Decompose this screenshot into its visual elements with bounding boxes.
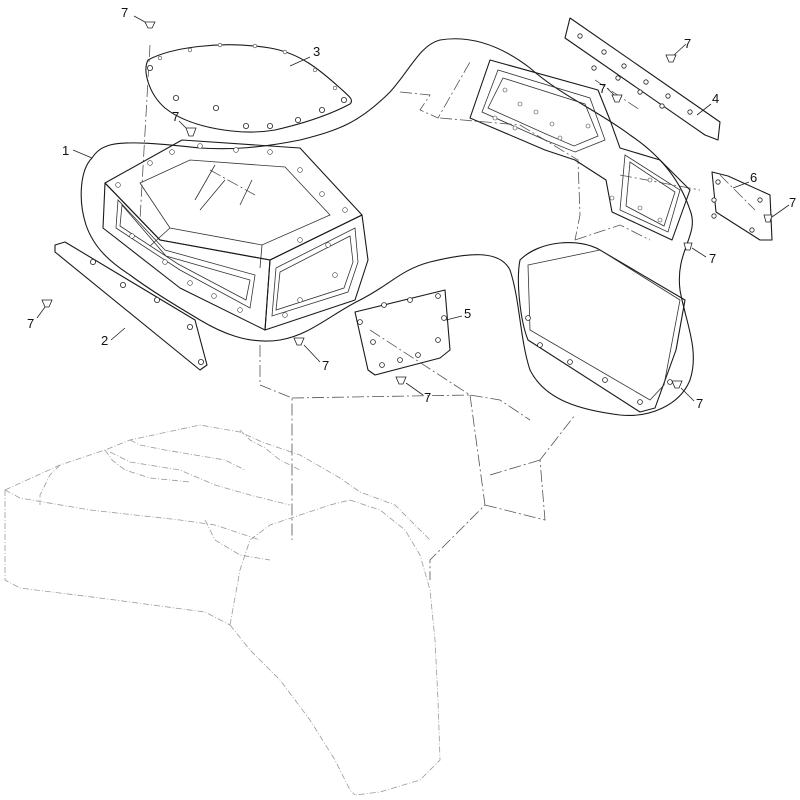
callouts: 1 2 3 4 5 6 7 7 7 7 7 7 7 7 7 7 <box>27 5 796 411</box>
fastener-7b <box>185 127 197 137</box>
callout-7-lower-right: 7 <box>696 396 703 411</box>
main-housing <box>102 139 369 331</box>
fastener-7h <box>293 337 305 346</box>
callout-5: 5 <box>464 306 471 321</box>
top-cover-panel <box>145 42 353 133</box>
callout-7-left-panel: 7 <box>27 316 34 331</box>
callout-2: 2 <box>101 333 108 348</box>
fastener-7c <box>611 94 623 103</box>
fastener-7e <box>763 214 773 223</box>
callout-7-front-panel: 7 <box>424 390 431 405</box>
fastener-7i <box>395 376 407 385</box>
left-side-panel <box>54 241 208 371</box>
leader-lines <box>36 15 790 402</box>
fastener-7j <box>671 380 683 389</box>
rear-frame-assembly <box>469 59 691 241</box>
fastener-7a <box>144 21 156 29</box>
fastener-7g <box>41 299 53 308</box>
callout-7-top-cover: 7 <box>121 5 128 20</box>
callout-7-right-frame: 7 <box>709 251 716 266</box>
lower-right-panel <box>517 242 686 413</box>
callout-4: 4 <box>712 91 719 106</box>
assembly-centerlines <box>139 44 756 580</box>
right-side-panel <box>711 171 773 241</box>
frame-ghost <box>4 424 441 796</box>
rear-trim-strip <box>564 17 721 141</box>
callout-7-rear-strip-top: 7 <box>684 36 691 51</box>
callout-3: 3 <box>313 44 320 59</box>
callout-7-housing-bottom: 7 <box>322 358 329 373</box>
callout-7-right-panel: 7 <box>789 195 796 210</box>
housing-envelope-outline <box>80 38 694 416</box>
callout-7-rear-strip-lower: 7 <box>599 81 606 96</box>
fastener-7f <box>683 242 693 251</box>
callout-7-housing-top: 7 <box>172 109 179 124</box>
housing-holes <box>115 143 348 318</box>
fasteners <box>41 21 773 389</box>
callout-1: 1 <box>62 143 69 158</box>
fastener-7d <box>665 54 677 63</box>
callout-6: 6 <box>750 170 757 185</box>
front-access-panel <box>354 289 451 376</box>
